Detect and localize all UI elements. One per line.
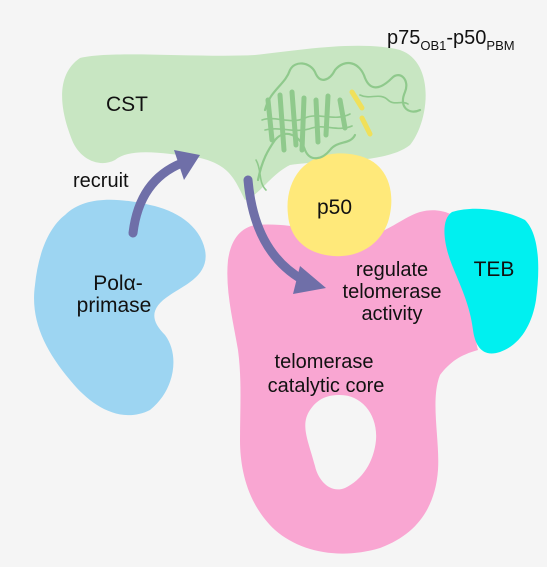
complex-label-main: p75 [387,27,420,49]
p50-shape [287,153,392,257]
regulate-label-line2: telomerase [343,281,442,303]
polalpha-label-line2: primase [77,294,152,317]
cst-label: CST [106,93,148,116]
core-label-line1: telomerase [275,351,374,373]
complex-label: p75OB1-p50PBM [387,27,515,53]
regulate-label-line3: activity [361,303,422,325]
recruit-arrow [128,150,200,238]
p50-label: p50 [317,196,352,219]
polalpha-shape [34,199,206,416]
teb-shape [444,208,539,354]
complex-label-sub1: OB1 [420,38,446,53]
ribbon-cartoon-icon [255,61,422,191]
core-label-line2: catalytic core [268,375,385,397]
teb-label: TEB [474,258,515,281]
regulate-label-line1: regulate [356,259,428,281]
polalpha-label-line1: Polα- [93,272,143,295]
regulate-arrow [243,175,326,294]
complex-label-sub2: PBM [486,38,514,53]
complex-label-dash: -p50 [446,27,486,49]
recruit-label: recruit [73,170,129,192]
telomerase-core-shape [227,210,479,554]
